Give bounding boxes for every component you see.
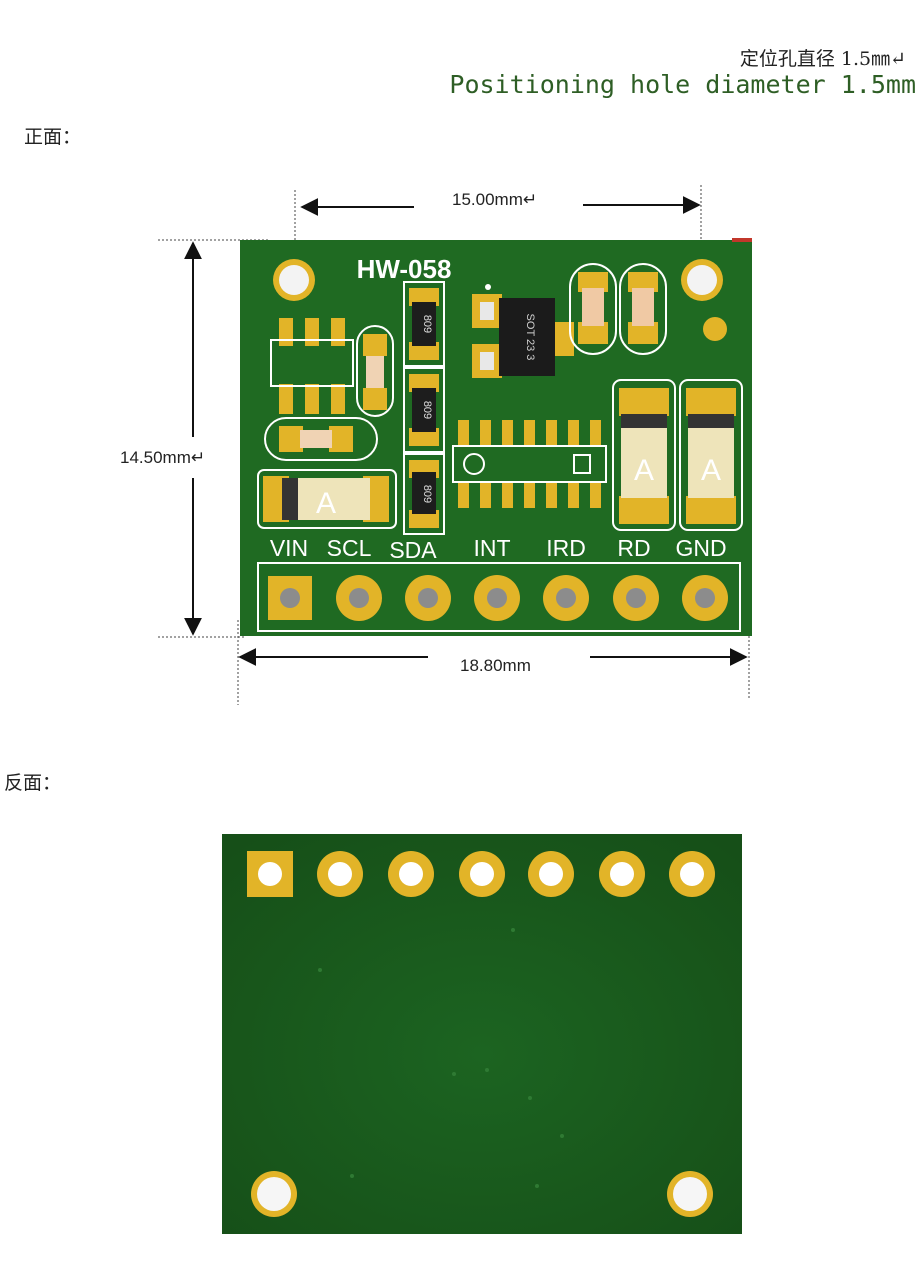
resistor-code: 809 <box>421 485 433 503</box>
transistor-sot23: SOT 23 3 <box>472 284 574 378</box>
mounting-hole <box>681 259 723 301</box>
header-pin <box>543 575 589 621</box>
pin-label-gnd: GND <box>675 535 726 561</box>
header-pin <box>459 851 505 897</box>
capacitor <box>356 325 394 417</box>
back-pcb <box>222 834 742 1234</box>
back-side-label: 反面： <box>4 772 62 794</box>
header-pin <box>317 851 363 897</box>
resistor: 809 <box>403 453 445 535</box>
header-pin <box>388 851 434 897</box>
front-board-diagram: HW-058 A 809 <box>158 185 752 705</box>
resistor: 809 <box>403 367 445 453</box>
vias <box>318 928 564 1188</box>
test-pad <box>703 317 727 341</box>
resistor <box>569 263 617 355</box>
hole-spacing-dimension-label: 15.00mm↵ <box>452 190 538 209</box>
dimension-arrows <box>184 196 748 666</box>
board-width-dimension-label: 18.80mm <box>460 656 531 675</box>
board-height-dimension-label: 14.50mm↵ <box>120 448 206 467</box>
ic-sensor <box>452 420 607 508</box>
mounting-hole <box>251 1171 297 1217</box>
header-pin <box>336 575 382 621</box>
capacitor <box>264 417 378 461</box>
header-pin-1 <box>247 851 293 897</box>
header-pin <box>528 851 574 897</box>
back-board-diagram <box>222 834 742 1234</box>
header-pin <box>474 575 520 621</box>
hole-diameter-note-cn: 定位孔直径 1.5㎜↵ <box>739 48 906 70</box>
header-outline <box>257 562 741 632</box>
header-pin-1 <box>268 576 312 620</box>
mounting-hole <box>667 1171 713 1217</box>
pin-label-sda: SDA <box>389 537 437 563</box>
diode-mark: A <box>316 487 336 520</box>
diode-left: A <box>257 469 397 529</box>
front-side-label: 正面： <box>24 126 82 148</box>
header-pin <box>405 575 451 621</box>
diode-mark: A <box>634 454 654 487</box>
header-pin <box>613 575 659 621</box>
header-pin <box>682 575 728 621</box>
ic-soic <box>270 318 354 414</box>
pin-label-scl: SCL <box>327 535 372 561</box>
pin-label-ird: IRD <box>546 535 586 561</box>
resistor <box>619 263 667 355</box>
diode-mark: A <box>701 454 721 487</box>
resistor-code: 809 <box>421 401 433 419</box>
pin-label-int: INT <box>473 535 510 561</box>
resistor: 809 <box>403 281 445 367</box>
mounting-hole <box>273 259 315 301</box>
chip-label: SOT 23 3 <box>524 314 536 361</box>
header-pin <box>669 851 715 897</box>
pin-label-rd: RD <box>617 535 650 561</box>
diode-right: A <box>612 379 676 531</box>
hole-diameter-note-en: Positioning hole diameter 1.5mm <box>449 70 916 99</box>
pin-label-vin: VIN <box>270 535 308 561</box>
diode-right: A <box>679 379 743 531</box>
resistor-code: 809 <box>421 315 433 333</box>
header-pin <box>599 851 645 897</box>
board-name: HW-058 <box>357 254 452 284</box>
